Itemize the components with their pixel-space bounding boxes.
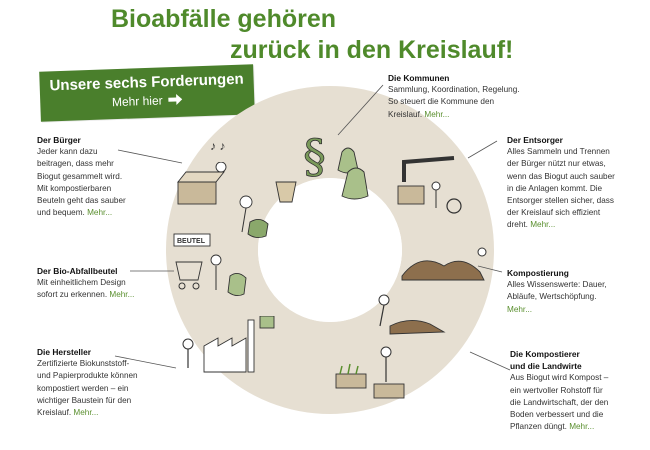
section-line: der Kreislauf sich effizient (507, 208, 601, 218)
recycling-bag-icon (334, 142, 374, 207)
svg-text:§: § (303, 129, 326, 180)
plant-crate-icon (334, 346, 414, 411)
shopping-cart-icon: BEUTEL (172, 232, 272, 307)
section-landwirte: Die Kompostierer und die Landwirte Aus B… (510, 348, 608, 433)
section-kompostierung: Kompostierung Alles Wissenswerte: Dauer,… (507, 267, 607, 316)
more-link-biobeutel[interactable]: Mehr... (109, 290, 135, 300)
section-line: kompostiert werden – ein (37, 383, 129, 393)
title-line-1: Bioabfälle gehören (111, 5, 337, 33)
section-line: und bequem. (37, 208, 85, 218)
section-line: und Papierprodukte können (37, 371, 138, 381)
section-line: beitragen, dass mehr (37, 159, 114, 169)
section-heading: Der Bio-Abfallbeutel (37, 266, 118, 276)
more-link-kompostierung[interactable]: Mehr... (507, 304, 533, 314)
music-note-icon: ♪ ♪ (210, 136, 240, 161)
section-heading: Kompostierung (507, 268, 569, 278)
section-entsorger: Der Entsorger Alles Sammeln und Trennen … (507, 134, 615, 232)
section-line: Kreislauf. (37, 408, 72, 418)
more-link-entsorger[interactable]: Mehr... (530, 220, 556, 230)
section-biobeutel: Der Bio-Abfallbeutel Mit einheitlichem D… (37, 265, 134, 302)
section-line: Zertifizierte Biokunststoff- (37, 359, 130, 369)
section-line: Mit einheitlichem Design (37, 278, 126, 288)
section-line: in die Anlagen kommt. Die (507, 183, 603, 193)
section-heading: Die Kompostierer (510, 349, 580, 359)
section-heading: und die Landwirte (510, 361, 582, 372)
demands-button[interactable]: Unsere sechs Forderungen Mehr hier (39, 64, 255, 122)
garbage-truck-icon (396, 152, 466, 227)
section-line: Beuteln geht das sauber (37, 196, 126, 206)
svg-text:♪ ♪: ♪ ♪ (210, 139, 225, 153)
more-link-landwirte[interactable]: Mehr... (569, 422, 595, 432)
section-line: Aus Biogut wird Kompost – (510, 373, 609, 383)
section-buerger: Der Bürger Jeder kann dazu beitragen, da… (37, 134, 126, 219)
section-line: dreht. (507, 220, 528, 230)
more-link-kommunen[interactable]: Mehr... (424, 109, 450, 119)
section-line: Pflanzen düngt. (510, 422, 567, 432)
compost-heap-icon (400, 246, 490, 291)
section-line: Sammlung, Koordination, Regelung. (388, 85, 520, 95)
section-line: sofort zu erkennen. (37, 290, 108, 300)
section-line: Boden verbessert und die (510, 410, 604, 420)
section-line: Alles Wissenswerte: Dauer, (507, 280, 607, 290)
section-line: Abläufe, Wertschöpfung. (507, 292, 597, 302)
section-line: ein wertvoller Rohstoff für (510, 385, 603, 395)
section-line: Kreislauf. (388, 109, 423, 119)
section-heading: Der Bürger (37, 135, 81, 145)
more-link-hersteller[interactable]: Mehr... (73, 408, 99, 418)
section-hersteller: Die Hersteller Zertifizierte Biokunststo… (37, 346, 138, 419)
title-line-2: zurück in den Kreislauf! (230, 36, 514, 64)
section-kommunen: Die Kommunen Sammlung, Koordination, Reg… (388, 72, 520, 121)
section-line: Mit kompostierbaren (37, 183, 112, 193)
paragraph-icon: § (300, 128, 334, 185)
section-heading: Die Hersteller (37, 347, 91, 357)
factory-icon (178, 315, 278, 381)
compost-bin-icon (176, 161, 306, 257)
beutel-sign: BEUTEL (177, 238, 206, 245)
section-heading: Der Entsorger (507, 135, 563, 145)
more-link-buerger[interactable]: Mehr... (87, 208, 113, 218)
section-line: wenn das Biogut auch sauber (507, 171, 615, 181)
section-line: der Bürger nützt nur etwas, (507, 159, 606, 169)
section-line: Jeder kann dazu (37, 147, 98, 157)
farmer-icon (360, 290, 450, 355)
section-line: die Landwirtschaft, der den (510, 397, 609, 407)
section-line: wichtiger Baustein für den (37, 395, 132, 405)
section-line: Entsorger stellen sicher, dass (507, 196, 614, 206)
section-line: So steuert die Kommune den (388, 97, 495, 107)
arrow-right-icon (168, 92, 183, 110)
section-line: Alles Sammeln und Trennen (507, 147, 610, 157)
section-line: Biogut gesammelt wird. (37, 171, 123, 181)
section-heading: Die Kommunen (388, 73, 450, 83)
